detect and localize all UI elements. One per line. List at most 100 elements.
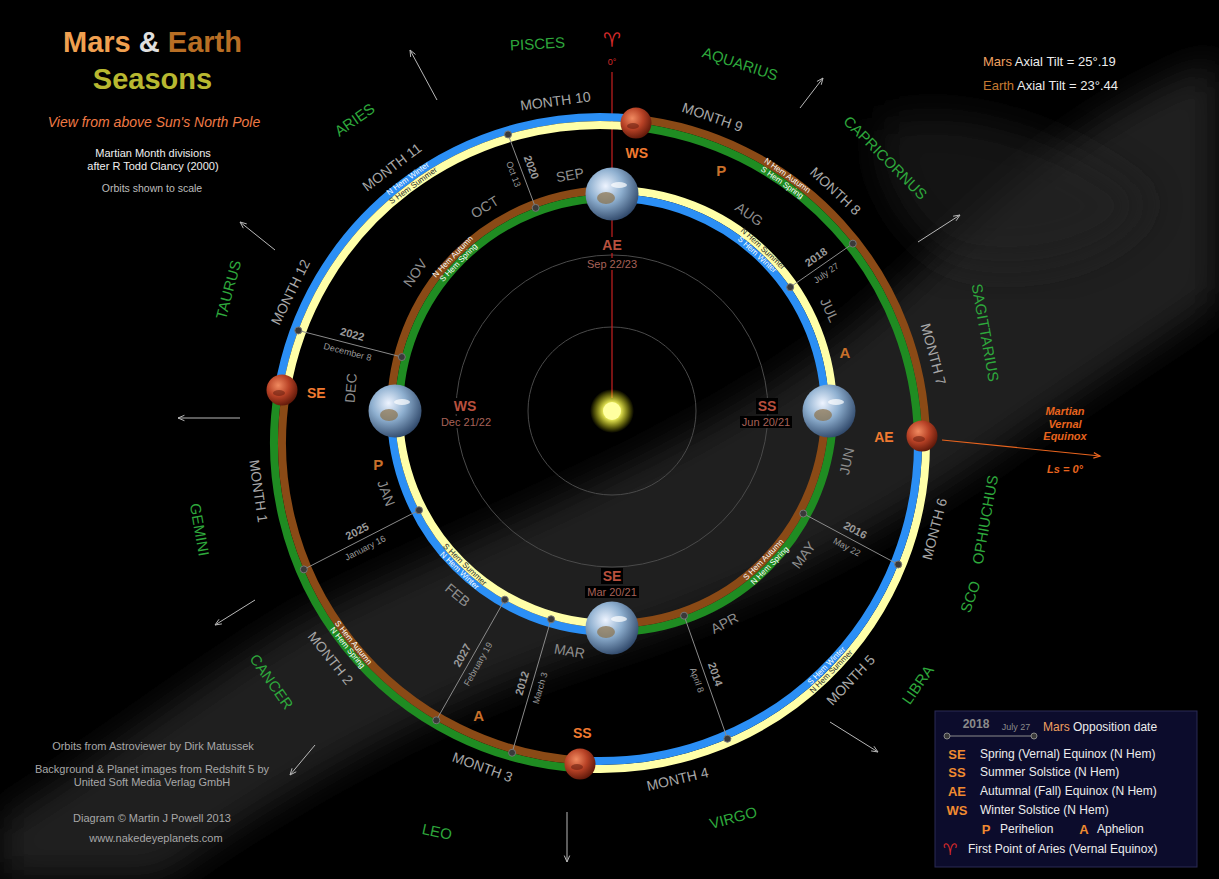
earth-month-label: JAN: [374, 478, 398, 508]
word: Earth: [168, 26, 242, 58]
opposition-dot: [300, 566, 307, 573]
cloud-patch: [611, 182, 627, 188]
mars-node: SS: [564, 748, 596, 780]
word: Mars: [983, 54, 1012, 69]
legend-text: Spring (Vernal) Equinox (N Hem): [980, 748, 1155, 762]
opposition-dot: [509, 749, 516, 756]
season-date: Mar 20/21: [585, 586, 639, 599]
season-date: Dec 21/22: [439, 416, 493, 429]
opposition-line: [684, 616, 727, 739]
arrow-head: [290, 768, 296, 775]
zodiac-label: PISCES: [510, 34, 566, 54]
earth-month-label: JUL: [817, 295, 842, 324]
arrow-head: [215, 619, 222, 625]
direction-arrow: [410, 50, 437, 100]
website: www.nakedeyeplanets.com: [89, 832, 222, 845]
direction-arrow: [290, 745, 315, 775]
earth-node: AESep 22/23: [585, 167, 639, 221]
zodiac-label: GEMINI: [187, 502, 213, 558]
cloud-patch: [611, 616, 627, 622]
season-abbrev: SE: [307, 385, 326, 401]
arrow-head: [178, 415, 184, 420]
planet-disc: [586, 168, 639, 221]
planet-disc: [620, 108, 651, 139]
season-band: [581, 436, 918, 761]
land-patch: [380, 409, 398, 421]
season-band: [612, 190, 833, 411]
planet-disc: [369, 385, 422, 438]
legend-sample-dot: [944, 733, 950, 739]
mars-month-label: MONTH 1: [246, 459, 271, 524]
legend-symbol: ♈: [943, 841, 957, 859]
legend-sample-line: [945, 736, 1036, 737]
surface-patch: [571, 764, 583, 770]
zodiac-label: SCO: [956, 579, 983, 615]
opposition-date: December 8: [323, 341, 373, 363]
legend-text: Aphelion: [1097, 823, 1144, 837]
arrow-head: [240, 222, 247, 228]
perihelion-marker: P: [373, 456, 383, 473]
opposition-line: [803, 514, 898, 565]
sun: [603, 402, 621, 420]
opposition-date: Oct 13: [504, 160, 523, 188]
earth-globe: [585, 167, 639, 221]
opposition-dot: [548, 616, 555, 623]
mars-globe: [620, 107, 652, 139]
opposition-dot: [501, 596, 508, 603]
perihelion-marker: P: [716, 162, 726, 179]
opposition-year: 2022: [339, 325, 366, 343]
opposition-dot: [415, 507, 422, 514]
legend-text: Mars Opposition date: [1043, 721, 1157, 735]
planet-disc: [586, 602, 639, 655]
word: Earth: [983, 78, 1014, 93]
mars-globe: [906, 420, 938, 452]
credit: Background & Planet images from Redshift…: [25, 763, 280, 788]
equinox-label: Ls = 0°: [1047, 463, 1083, 476]
season-abbrev: AE: [600, 237, 623, 253]
opposition-line: [512, 619, 551, 752]
opposition-line: [304, 510, 419, 569]
arrow-head: [817, 78, 823, 85]
opposition-dot: [505, 131, 512, 138]
earth-globe: [585, 601, 639, 655]
season-abbrev: SS: [573, 725, 592, 741]
planet-disc: [267, 375, 298, 406]
earth-node: WSDec 21/22: [368, 384, 422, 438]
copyright: Diagram © Martin J Powell 2013: [73, 812, 231, 825]
axial-tilt: Mars Axial Tilt = 25°.19: [983, 55, 1116, 70]
mars-node: SE: [266, 374, 298, 406]
title: Mars & Earth Seasons: [35, 24, 270, 98]
season-band: [612, 198, 825, 411]
season-date: Jun 20/21: [740, 416, 792, 429]
legend-sample-year: 2018: [963, 718, 990, 732]
axial-tilt: Earth Axial Tilt = 23°.44: [983, 79, 1118, 94]
surface-patch: [913, 436, 925, 442]
arrow-head: [410, 50, 415, 57]
season-band: [391, 411, 612, 632]
opposition-dot: [787, 284, 794, 291]
legend-text: Winter Solstice (N Hem): [980, 804, 1109, 818]
earth-globe: [368, 384, 422, 438]
opposition-dot: [433, 717, 440, 724]
season-abbrev: SS: [756, 398, 779, 414]
season-band: [580, 436, 926, 769]
legend-symbol: A: [1079, 823, 1088, 838]
cloud-patch: [828, 399, 844, 405]
opposition-dot: [800, 510, 807, 517]
direction-arrow: [830, 722, 878, 752]
mars-globe: [266, 374, 298, 406]
opposition-line: [790, 244, 853, 288]
sun-glow: [590, 389, 634, 433]
zodiac-label: LEO: [421, 820, 454, 843]
word: Mars: [63, 26, 131, 58]
opposition-dot: [724, 735, 731, 742]
season-band: [612, 411, 825, 624]
legend-symbol: SE: [948, 748, 965, 763]
land-patch: [597, 192, 615, 204]
opposition-year: 2025: [343, 520, 371, 542]
opposition-line: [436, 600, 505, 721]
season-band: [399, 198, 612, 411]
earth-globe: [802, 384, 856, 438]
season-band: [612, 411, 833, 632]
opposition-date: March 3: [531, 671, 550, 705]
